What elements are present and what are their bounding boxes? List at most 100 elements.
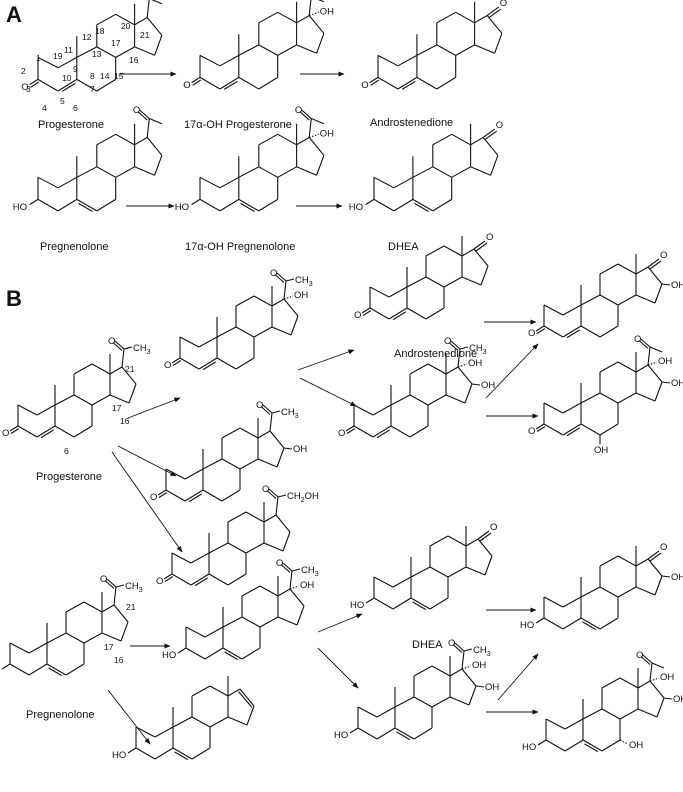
- reaction-arrow: [317, 647, 359, 689]
- c20-oxo-label: O: [295, 105, 302, 116]
- ring-bonds: [37, 3, 163, 92]
- ring-bonds: [373, 526, 493, 611]
- c16-hydroxyl-bond: [661, 575, 671, 578]
- c3-hydroxyl-label: HO: [522, 742, 536, 753]
- molecule-androstenedione-b: OO: [354, 232, 493, 321]
- c21-methyl-label: CH3: [125, 581, 143, 594]
- carbon-number: 5: [60, 96, 65, 106]
- carbon-number: 19: [53, 51, 63, 61]
- c3-hydroxyl-bond: [29, 198, 39, 206]
- c3-hydroxyl-label: HO: [13, 202, 27, 213]
- c3-hydroxyl-bond: [1, 663, 11, 670]
- c20-oxo-label: O: [636, 650, 643, 661]
- ring-bonds: [369, 236, 489, 321]
- c17-side-chain-bonds: [448, 340, 469, 368]
- carbon-number: 9: [73, 64, 78, 74]
- c17-hydroxyl-bond: [649, 677, 660, 682]
- reaction-arrow: [111, 451, 183, 553]
- c3-hydroxyl-label: HO: [334, 730, 348, 741]
- c3-hydroxyl-bond: [535, 617, 545, 624]
- c3-hydroxyl-label: HO: [350, 600, 364, 611]
- ring-bonds: [135, 676, 255, 761]
- carbon-number: 17: [104, 642, 114, 652]
- carbon-number: 1: [36, 53, 41, 63]
- c21-methyl-label: CH3: [133, 343, 151, 356]
- c17-hydroxyl-label: OH: [294, 290, 308, 301]
- reaction-arrow: [117, 445, 177, 477]
- carbon-number: 8: [90, 71, 95, 81]
- c3-carbonyl-bond: [535, 325, 546, 334]
- c20-oxo-label: O: [444, 336, 451, 347]
- c3-oxo-label: O: [21, 82, 28, 93]
- c16-hydroxyl-bond: [663, 697, 673, 700]
- compound-label-pregnenolone-b: Pregnenolone: [26, 709, 95, 721]
- c17-oxo-label: O: [490, 522, 497, 533]
- c3-hydroxyl-bond: [177, 647, 187, 654]
- ring-bonds: [185, 576, 305, 661]
- reaction-arrow: [317, 613, 363, 633]
- c3-carbonyl-bond: [29, 78, 40, 88]
- c17-hydroxyl-label: OH: [660, 672, 674, 683]
- molecule-androstenedione: OO: [361, 0, 507, 91]
- reaction-arrow: [497, 653, 539, 701]
- c3-carbonyl-bond: [191, 76, 202, 86]
- compound-label-dhea-b: DHEA: [412, 639, 443, 651]
- c3-hydroxyl-label: HO: [112, 750, 126, 761]
- c17-ketone-bond: [647, 550, 662, 562]
- c16-hydroxyl-label: OH: [293, 444, 307, 455]
- c20-oxo-label: O: [634, 334, 641, 345]
- carbon-number: 21: [125, 364, 135, 374]
- carbon-number: 20: [121, 21, 131, 31]
- ring-bonds: [543, 352, 663, 437]
- c3-carbonyl-bond: [345, 425, 356, 434]
- ring-bonds: [171, 502, 291, 587]
- carbon-number: 21: [126, 602, 136, 612]
- panel-letter-b: B: [6, 286, 22, 311]
- c17-hydroxyl-label: OH: [300, 580, 314, 591]
- c3-hydroxyl-label: HO: [520, 620, 534, 631]
- compound-label-17oh-pregnenolone: 17α-OH Pregnenolone: [185, 241, 295, 253]
- c3-oxo-label: O: [150, 492, 157, 503]
- c3-carbonyl-bond: [171, 357, 182, 366]
- carbon-number: 13: [92, 49, 102, 59]
- c17-side-chain-bonds: [104, 578, 125, 606]
- c3-oxo-label: O: [528, 328, 535, 339]
- c17-side-chain-bonds: [137, 109, 163, 138]
- c20-oxo-label: O: [262, 484, 269, 495]
- c16-hydroxyl-bond: [283, 447, 293, 450]
- c3-hydroxyl-bond: [365, 597, 375, 604]
- c17-hydroxyl-label: OH: [320, 6, 334, 17]
- c17-hydroxyl-label: OH: [468, 358, 482, 369]
- c20-oxo-label: O: [108, 336, 115, 347]
- c7-hydroxyl-label: OH: [629, 740, 643, 751]
- c21-methyl-label: CH3: [295, 275, 313, 288]
- c3-hydroxyl-bond: [191, 198, 201, 206]
- compound-label-17oh-progesterone: 17α-OH Progesterone: [184, 119, 292, 131]
- carbon-number: 17: [112, 403, 122, 413]
- ring-bonds: [543, 254, 663, 339]
- ring-bonds: [357, 656, 477, 741]
- c17-ketone-bond: [482, 128, 498, 140]
- c6-hydroxyl-label: OH: [594, 445, 608, 456]
- c17-hydroxyl-bond: [647, 361, 658, 366]
- c3-carbonyl-bond: [535, 423, 546, 432]
- c3-carbonyl-bond: [361, 307, 372, 316]
- c3-carbonyl-bond: [369, 76, 380, 86]
- c16-hydroxyl-label: OH: [671, 572, 683, 583]
- ring-bonds: [37, 123, 163, 212]
- carbon-number: 10: [62, 73, 72, 83]
- c17-hydroxyl-bond: [283, 295, 294, 300]
- c3-carbonyl-bond: [163, 573, 174, 582]
- c17-side-chain-bonds: [299, 109, 325, 138]
- c16-hydroxyl-label: OH: [671, 280, 683, 291]
- carbon-number: 11: [64, 45, 73, 55]
